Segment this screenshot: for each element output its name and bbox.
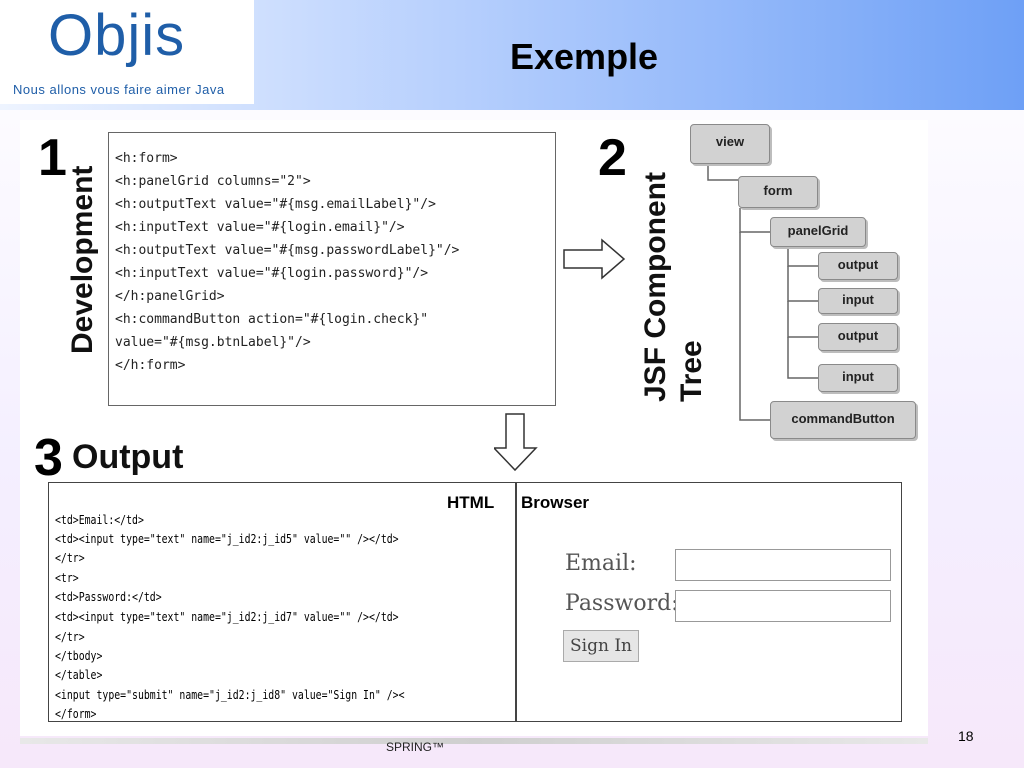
section-number-1: 1	[38, 129, 67, 187]
html-heading: HTML	[447, 493, 495, 512]
output-box: HTML Browser <td>Email:</td> <td><input …	[48, 482, 902, 722]
tree-node-input: input	[818, 288, 898, 314]
html-line: <td><input type="text" name="j_id2:j_id7…	[55, 610, 399, 624]
email-field[interactable]	[675, 549, 891, 581]
jsf-code-box: <h:form> <h:panelGrid columns="2"> <h:ou…	[108, 132, 556, 406]
slide-title: Exemple	[510, 36, 659, 77]
section-number-2: 2	[598, 129, 627, 187]
development-label: Development	[66, 165, 99, 354]
slide-content: 1 Development <h:form> <h:panelGrid colu…	[20, 120, 928, 736]
browser-heading: Browser	[521, 493, 590, 512]
tree-node-commandbutton: commandButton	[770, 401, 916, 439]
html-line: </tr>	[55, 630, 85, 644]
arrow-right-icon	[563, 238, 626, 280]
html-line: </tr>	[55, 551, 85, 565]
logo: Objis Nous allons vous faire aimer Java	[0, 0, 254, 104]
html-line: <tr>	[55, 571, 79, 585]
arrow-down-icon	[494, 413, 538, 472]
footer-text: SPRING™	[386, 740, 445, 754]
html-line: <td>Email:</td>	[55, 513, 144, 527]
html-line: </form>	[55, 707, 97, 721]
html-line: <td>Password:</td>	[55, 590, 162, 604]
email-label: Email:	[565, 551, 637, 576]
tree-node-output: output	[818, 252, 898, 280]
code-line: </h:form>	[115, 358, 186, 373]
tree-node-input: input	[818, 364, 898, 392]
code-line: <h:commandButton action="#{login.check}"	[115, 312, 429, 327]
code-line: <h:outputText value="#{msg.passwordLabel…	[115, 243, 460, 258]
password-label: Password:	[565, 591, 679, 616]
code-line: <h:inputText value="#{login.email}"/>	[115, 220, 405, 235]
code-line: <h:inputText value="#{login.password}"/>	[115, 266, 429, 281]
page-number: 18	[958, 728, 974, 744]
code-line: <h:form>	[115, 151, 178, 166]
tree-node-output: output	[818, 323, 898, 351]
output-label: Output	[72, 438, 184, 476]
tree-node-panelgrid: panelGrid	[770, 217, 866, 247]
component-tree-label-line1: JSF Component	[639, 172, 672, 402]
code-line: <h:outputText value="#{msg.emailLabel}"/…	[115, 197, 436, 212]
slide-header: Objis Nous allons vous faire aimer Java …	[0, 0, 1024, 110]
html-line: </table>	[55, 668, 103, 682]
tree-node-form: form	[738, 176, 818, 208]
sign-in-button[interactable]: Sign In	[563, 630, 639, 662]
code-line: <h:panelGrid columns="2">	[115, 174, 311, 189]
html-line: </tbody>	[55, 649, 103, 663]
section-number-3: 3	[34, 429, 63, 487]
tree-node-view: view	[690, 124, 770, 164]
html-line: <td><input type="text" name="j_id2:j_id5…	[55, 532, 399, 546]
output-divider	[515, 483, 517, 721]
tree-connectors	[707, 164, 818, 421]
footer-bar	[20, 738, 928, 744]
html-line: <input type="submit" name="j_id2:j_id8" …	[55, 688, 405, 702]
code-line: value="#{msg.btnLabel}"/>	[115, 335, 311, 350]
password-field[interactable]	[675, 590, 891, 622]
logo-tagline: Nous allons vous faire aimer Java	[13, 82, 225, 97]
logo-name: Objis	[48, 3, 186, 68]
code-line: </h:panelGrid>	[115, 289, 225, 304]
